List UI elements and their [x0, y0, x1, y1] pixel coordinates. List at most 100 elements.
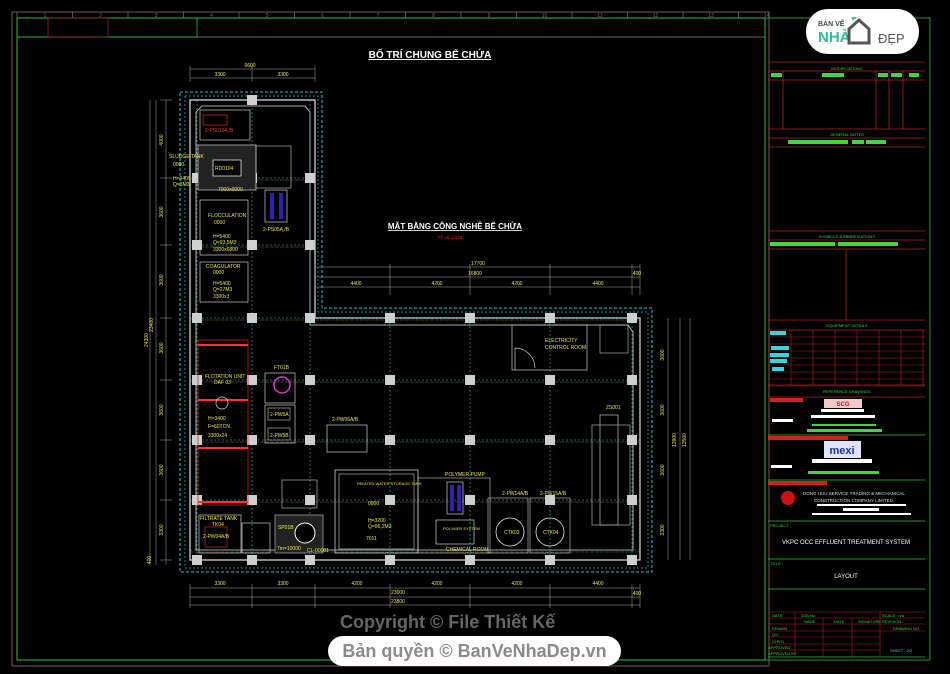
- column: [627, 313, 637, 323]
- label-pw04: 2-PW04A/B: [203, 534, 230, 540]
- dim-bottom-edge: 400: [633, 591, 642, 597]
- general-notes-header: GENERAL NOTES: [830, 132, 864, 137]
- red-bar: [768, 481, 827, 485]
- slab-boundary: [179, 91, 653, 573]
- header-cell: [16, 17, 198, 38]
- column: [305, 173, 315, 183]
- label-rd-dim: 7000x0000: [218, 187, 243, 193]
- dim-left-total2: 23400: [149, 318, 155, 332]
- label-floc-dim: 3300x6800: [213, 247, 238, 253]
- signature-col: SIGNATURE: [858, 619, 881, 624]
- project-name: VKPC OCC EFFLUENT TREATMENT SYSTEM: [782, 540, 910, 546]
- column: [247, 240, 257, 250]
- drawing-title: BỐ TRÍ CHUNG BỂ CHỨA: [369, 47, 492, 61]
- corner-room: [599, 324, 629, 354]
- dim-right-span: 3300: [660, 524, 666, 535]
- modification-bars: [771, 73, 919, 77]
- company-line1: DONG HUU SERVICE TRADING & MECHANICAL: [803, 491, 905, 496]
- column: [305, 375, 315, 385]
- dim-bottom-span: 4200: [511, 581, 522, 587]
- ruler-label: 9: [488, 13, 491, 19]
- plan-subtitle: MẶT BẰNG CÔNG NGHỆ BỂ CHỨA: [388, 222, 522, 231]
- label-sludge-q: Q=3M3: [173, 182, 190, 188]
- ruler-label: 4: [210, 13, 213, 19]
- ruler-label: 1: [44, 13, 47, 19]
- label-pw15: 2-PW15A/B: [540, 491, 567, 497]
- column: [192, 173, 202, 183]
- ctk03-tank: [495, 517, 525, 547]
- column: [545, 495, 555, 505]
- column: [465, 495, 475, 505]
- column: [385, 555, 395, 565]
- column: [305, 495, 315, 505]
- mexi-bars: [771, 459, 872, 468]
- title-label: TITLE :: [770, 561, 783, 566]
- outer-border: [11, 11, 770, 667]
- equipment-table-grid: [768, 330, 925, 387]
- ruler-label: 6: [321, 13, 324, 19]
- label-chemical-room: CHEMICAL ROOM: [446, 547, 489, 553]
- column: [385, 495, 395, 505]
- pw5b-unit: [267, 427, 291, 441]
- dim-left-total1: 24300: [144, 333, 150, 347]
- dim-top-span: 4400: [592, 281, 603, 287]
- label-electricity: ELECTRICITY: [545, 338, 578, 344]
- column: [192, 435, 202, 445]
- column: [247, 95, 257, 105]
- column: [305, 555, 315, 565]
- rd-core: [212, 159, 242, 177]
- project-label: PROJECT :: [770, 523, 791, 528]
- label-filtrate-sub: TK04: [212, 522, 224, 528]
- dim-top-left-a: 3300: [214, 72, 225, 78]
- label-treated-dim: 7011: [366, 536, 377, 542]
- pw5-box: [264, 404, 296, 444]
- flotation-unit: [197, 339, 249, 506]
- label-sp: SP01B: [278, 525, 294, 531]
- equipment-labels: SLUDGE TANK 0000 H=3400 Q=3M3 2-PS0104,/…: [169, 128, 621, 554]
- label-cl: CL-00001: [307, 548, 329, 554]
- dim-top-right-total2: 16800: [468, 271, 482, 277]
- revision-table-lines: [768, 611, 925, 657]
- equipment-header: EQUIPMENT DETAILS: [826, 323, 868, 328]
- label-polymer-pump: POLYMER PUMP: [445, 472, 486, 478]
- site-logo: BẢN VẼ NHÀ ĐẸP: [806, 9, 919, 54]
- name-col: NAME: [804, 619, 816, 624]
- pump: [450, 485, 454, 511]
- column: [247, 375, 257, 385]
- outer-wall: [189, 99, 641, 561]
- dim-bottom-span: 3300: [214, 581, 225, 587]
- title-block-frame: [764, 17, 931, 661]
- label-ctk4: CTK04: [543, 530, 559, 536]
- scg-logo: [824, 399, 862, 408]
- sheet-number: SHEET : 2/2: [890, 648, 913, 653]
- logo-line1: BẢN VẼ: [818, 21, 845, 28]
- ruler-label: 10: [542, 13, 548, 19]
- column: [545, 555, 555, 565]
- column: [247, 313, 257, 323]
- door-swing: [514, 347, 536, 370]
- structural-columns: [192, 95, 637, 565]
- label-treated-vol: 0000: [368, 501, 379, 507]
- zs-frame: [599, 414, 619, 526]
- title-block-lines: [768, 61, 925, 398]
- label-treated-tank: TREATED WATER STORAGE TANK: [356, 481, 422, 486]
- sp-pump-icon: [294, 522, 316, 544]
- drawn-label: DRAWN: [772, 626, 787, 631]
- column: [305, 240, 315, 250]
- dimension-lines: [149, 66, 691, 608]
- watermark-behind: Copyright © File Thiết Kế: [340, 612, 556, 632]
- ruler-label: 13: [708, 13, 714, 19]
- scg-logo-text: SCG: [836, 402, 849, 408]
- column: [192, 313, 202, 323]
- label-coag-q: Q=27M3: [213, 287, 233, 293]
- coagulator-tank: [199, 261, 249, 303]
- label-pw5b: 2-PW5B: [270, 433, 289, 439]
- ruler-label: 12: [653, 13, 659, 19]
- notes-bars: [788, 140, 886, 144]
- logo-line3: ĐẸP: [878, 31, 905, 46]
- label-floc-h: H=5400: [213, 234, 231, 240]
- house-icon: [847, 17, 871, 45]
- column: [247, 435, 257, 445]
- structural-grid: [190, 100, 640, 560]
